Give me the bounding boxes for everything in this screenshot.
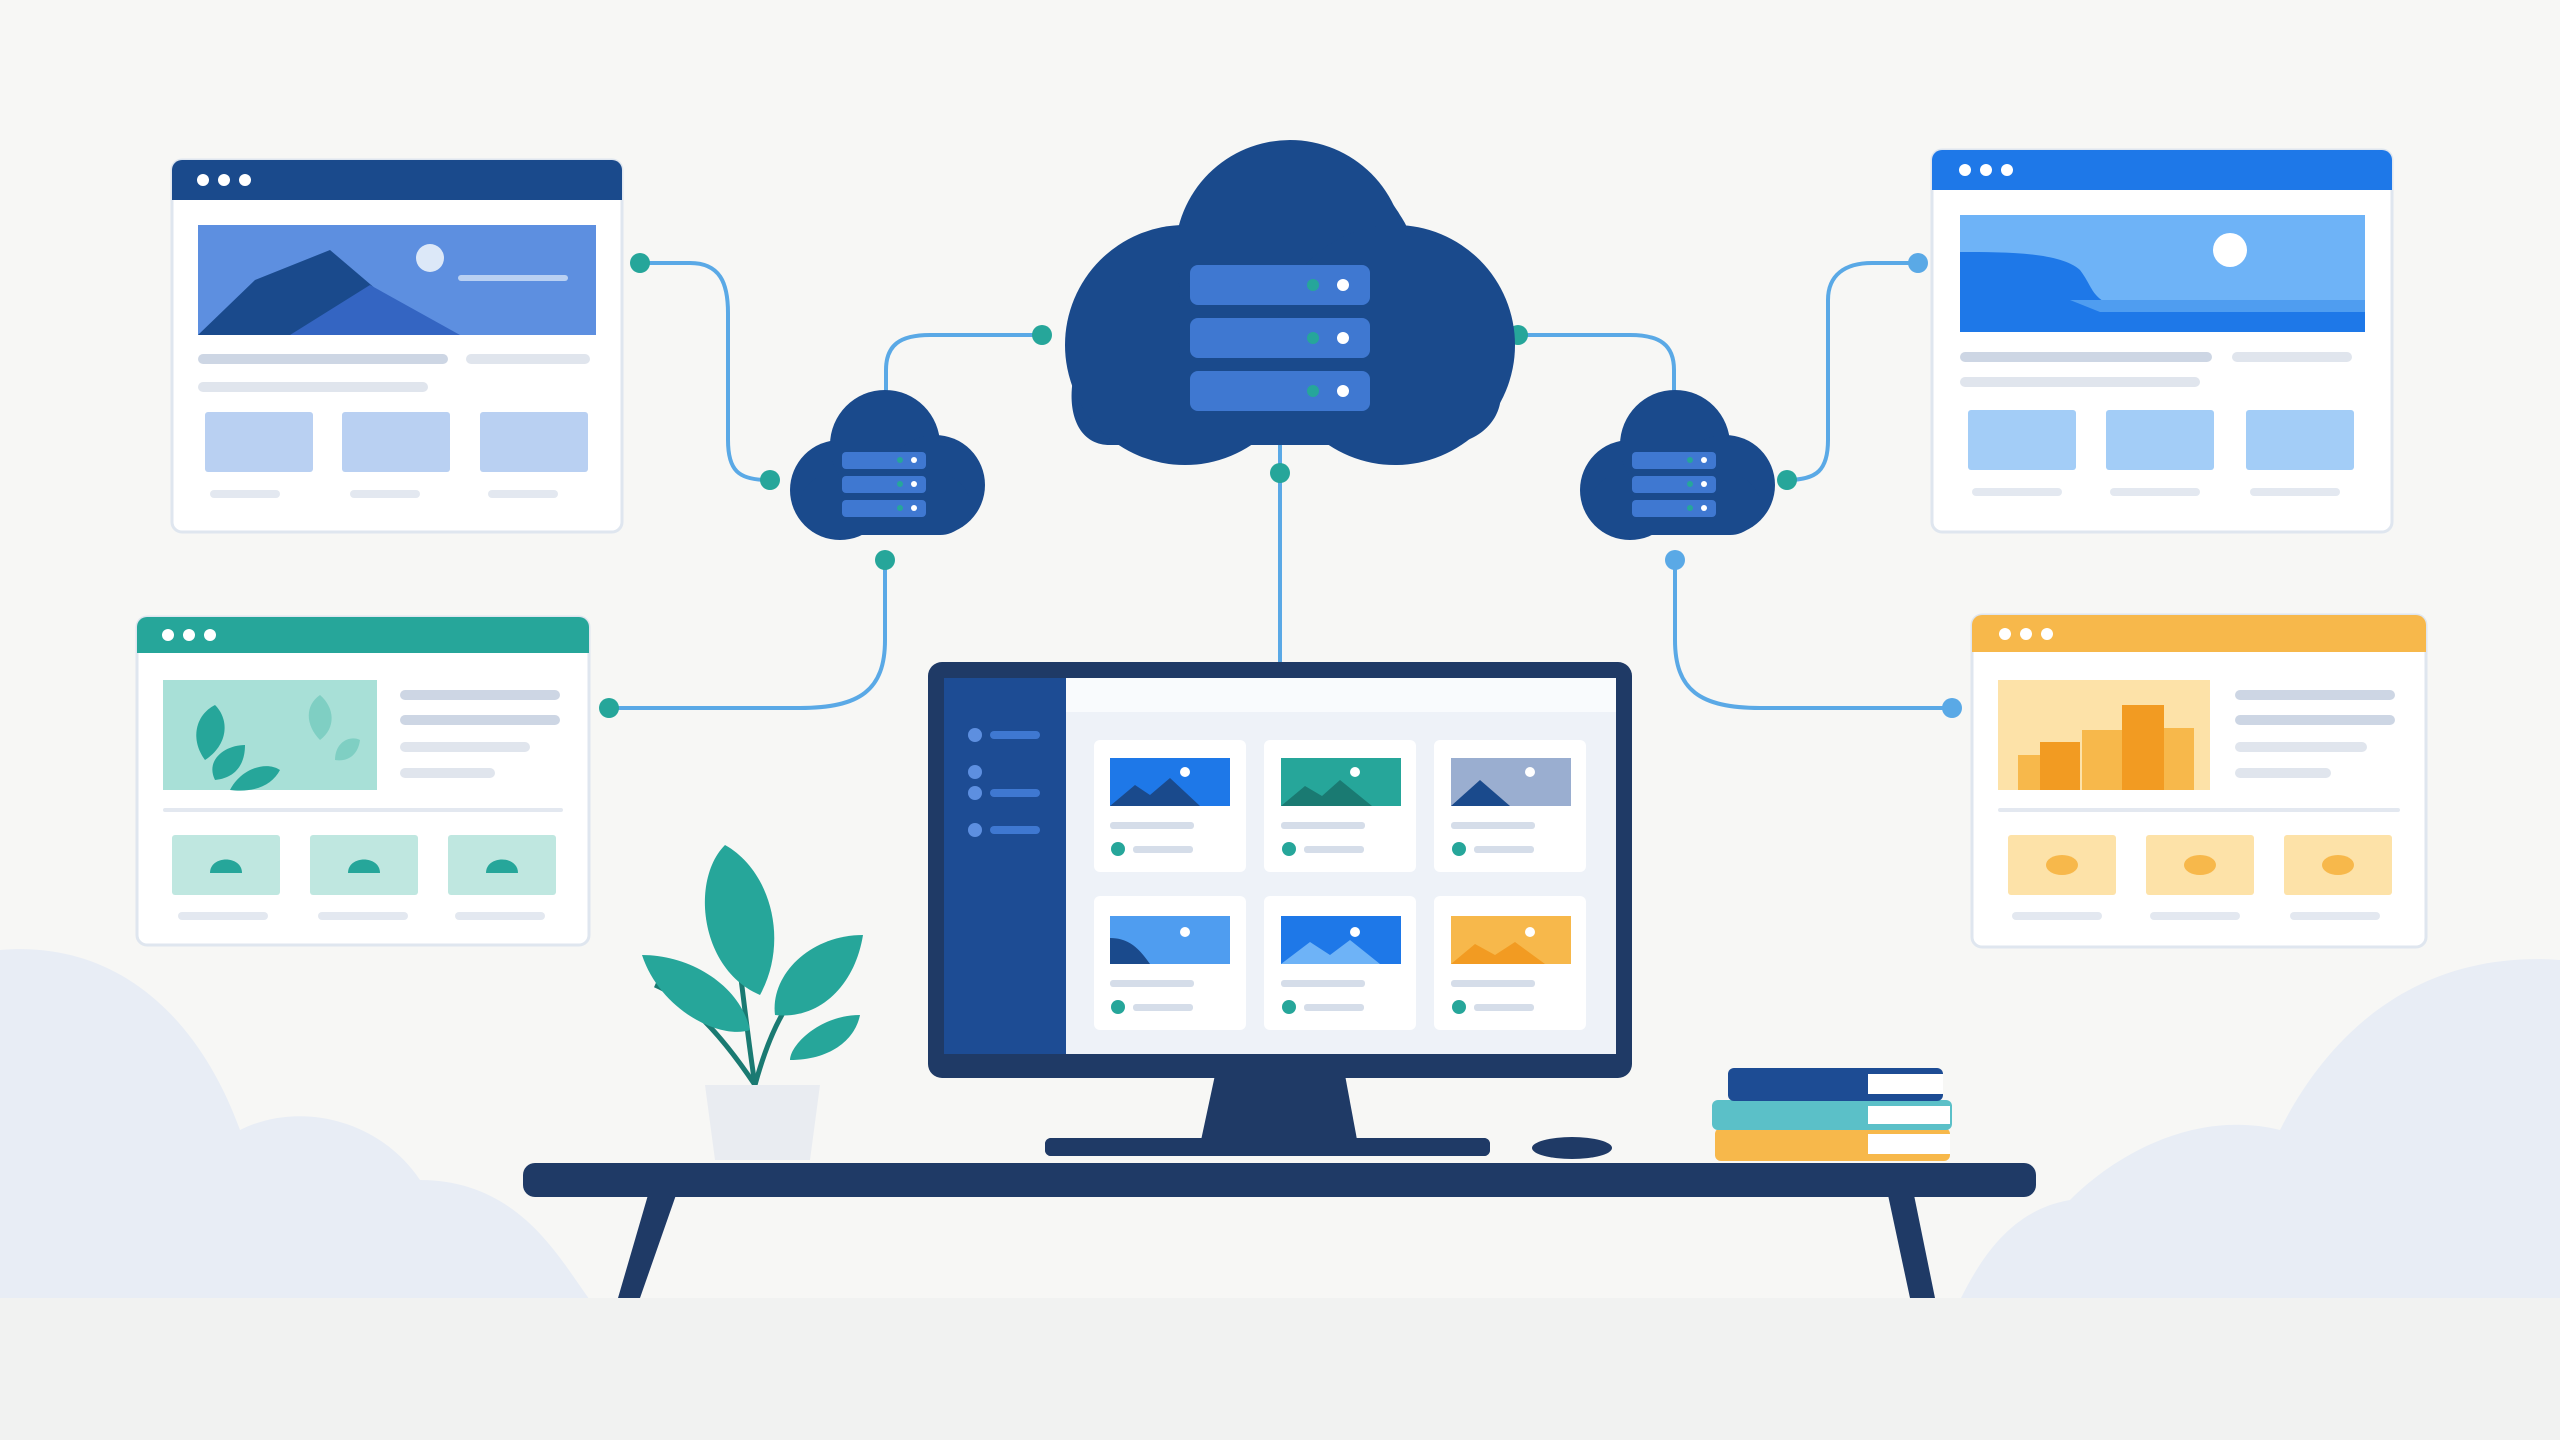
window-mid-right	[1970, 613, 2428, 949]
plant	[642, 845, 863, 1160]
keyboard	[1045, 1138, 1490, 1156]
left-cloud	[790, 390, 985, 540]
background-hills	[0, 949, 2560, 1440]
connector-lines	[609, 261, 1952, 710]
window-top-left	[170, 158, 624, 534]
right-cloud	[1580, 390, 1775, 540]
mouse	[1532, 1137, 1612, 1159]
window-top-right	[1930, 148, 2394, 534]
connector-dots	[599, 253, 1962, 718]
books	[1712, 1068, 1952, 1161]
monitor-cards	[1094, 740, 1586, 1030]
desk	[523, 1163, 2036, 1298]
window-mid-left	[135, 615, 591, 947]
central-cloud	[1065, 140, 1515, 465]
monitor	[928, 662, 1632, 1156]
monitor-sidebar	[968, 728, 1040, 837]
server-slots	[1190, 265, 1370, 411]
